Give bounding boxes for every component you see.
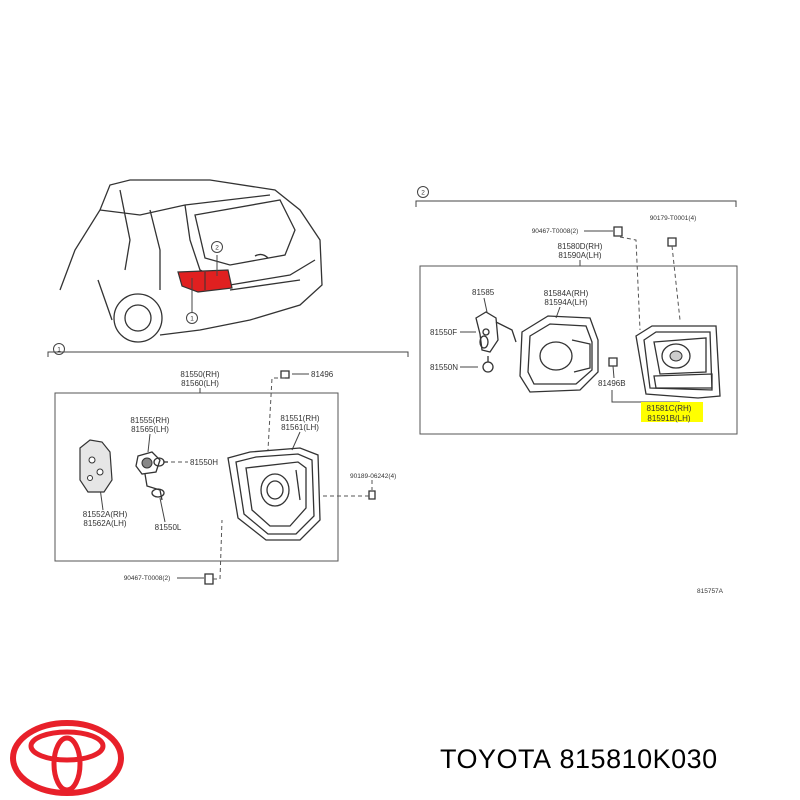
callout-circle-2-vehicle: 2	[211, 241, 223, 253]
highlighted-part-label	[641, 402, 703, 422]
socket-81585	[475, 311, 517, 353]
tail-lamp-81581C	[635, 325, 721, 399]
toyota-logo	[10, 720, 124, 796]
label-81550F: 81550F	[430, 328, 457, 337]
label-81594A: 81594A(LH)	[544, 298, 587, 307]
label-81562A: 81562A(LH)	[83, 519, 126, 528]
socket-81555	[135, 451, 165, 501]
label-90179: 90179-T0001(4)	[650, 215, 697, 222]
cover-81584A	[519, 315, 599, 393]
label-81561: 81561(LH)	[281, 423, 319, 432]
label-81565: 81565(LH)	[131, 425, 169, 434]
label-81580D: 81580D(RH)	[558, 242, 603, 251]
label-81555: 81555(RH)	[130, 416, 169, 425]
svg-text:1: 1	[57, 347, 61, 354]
part-number: 815810K030	[559, 744, 718, 774]
label-81550: 81550(RH)	[180, 370, 219, 379]
panel-one-frame	[54, 392, 339, 562]
bulb-81550N	[482, 356, 494, 373]
panel-two-frame	[419, 265, 738, 435]
tail-lamp-81551	[227, 447, 321, 541]
label-81550N: 81550N	[430, 363, 458, 372]
svg-text:2: 2	[421, 190, 425, 197]
label-90467-panel-one: 90467-T0008(2)	[124, 575, 171, 582]
label-90189: 90189-06242(4)	[350, 473, 396, 480]
callout-circle-1-panel: 1	[53, 343, 65, 355]
label-90467-panel-two: 90467-T0008(2)	[532, 228, 579, 235]
label-81550L: 81550L	[155, 523, 182, 532]
label-81550H: 81550H	[190, 458, 218, 467]
label-81560: 81560(LH)	[181, 379, 219, 388]
svg-text:2: 2	[215, 245, 219, 252]
label-81591B: 81591B(LH)	[647, 414, 690, 423]
brand-name: TOYOTA	[440, 744, 552, 774]
label-81552A: 81552A(RH)	[83, 510, 128, 519]
label-81585: 81585	[472, 288, 495, 297]
highlighted-tail-lamp	[177, 269, 233, 293]
socket-cover-81552A	[79, 439, 113, 493]
figure-code: 815757A	[697, 588, 724, 595]
bulb-81550H	[153, 457, 168, 467]
label-81496: 81496	[311, 370, 334, 379]
bulb-81550F	[479, 335, 489, 349]
label-81581C: 81581C(RH)	[647, 404, 692, 413]
label-81551: 81551(RH)	[280, 414, 319, 423]
callout-circle-1-vehicle: 1	[186, 312, 198, 324]
vehicle-rear-sketch	[59, 179, 323, 343]
svg-text:1: 1	[190, 316, 194, 323]
label-81584A: 81584A(RH)	[544, 289, 589, 298]
callout-circle-2-panel: 2	[417, 186, 429, 198]
label-81496B: 81496B	[598, 379, 626, 388]
label-81590A: 81590A(LH)	[558, 251, 601, 260]
